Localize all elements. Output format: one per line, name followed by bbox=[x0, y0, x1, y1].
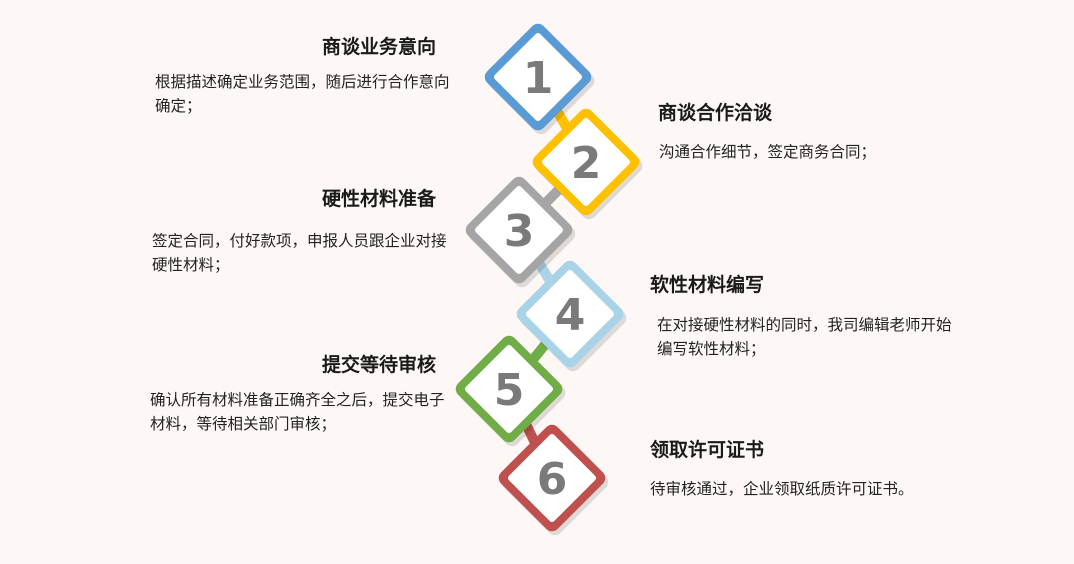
step-6-number: 6 bbox=[537, 454, 568, 505]
step-1-description: 根据描述确定业务范围，随后进行合作意向确定； bbox=[155, 73, 450, 115]
step-4-diamond: 4 bbox=[516, 260, 627, 372]
step-3-title: 硬性材料准备 bbox=[321, 188, 436, 210]
step-6-title: 领取许可证书 bbox=[650, 439, 765, 461]
step-1-title: 商谈业务意向 bbox=[321, 36, 436, 58]
step-6-diamond: 6 bbox=[498, 424, 609, 536]
step-3-description: 签定合同，付好款项，申报人员跟企业对接硬性材料； bbox=[152, 232, 447, 274]
step-5-description: 确认所有材料准备正确齐全之后，提交电子材料，等待相关部门审核； bbox=[150, 391, 445, 433]
step-2-diamond: 2 bbox=[532, 108, 643, 220]
step-5-number: 5 bbox=[494, 365, 525, 416]
step-5-diamond: 5 bbox=[455, 335, 566, 447]
step-4-description: 在对接硬性材料的同时，我司编辑老师开始编写软性材料； bbox=[657, 316, 952, 358]
step-4-number: 4 bbox=[555, 290, 586, 341]
step-1-diamond: 1 bbox=[484, 23, 595, 135]
step-4-title: 软性材料编写 bbox=[650, 274, 765, 296]
step-3-diamond: 3 bbox=[465, 176, 576, 288]
step-3-number: 3 bbox=[504, 206, 535, 257]
step-2-number: 2 bbox=[571, 138, 602, 189]
step-5-title: 提交等待审核 bbox=[321, 354, 436, 376]
step-2-title: 商谈合作洽谈 bbox=[658, 102, 773, 124]
step-6-description: 待审核通过，企业领取纸质许可证书。 bbox=[650, 480, 914, 498]
step-1-number: 1 bbox=[523, 53, 554, 104]
step-2-description: 沟通合作细节，签定商务合同； bbox=[659, 143, 877, 161]
